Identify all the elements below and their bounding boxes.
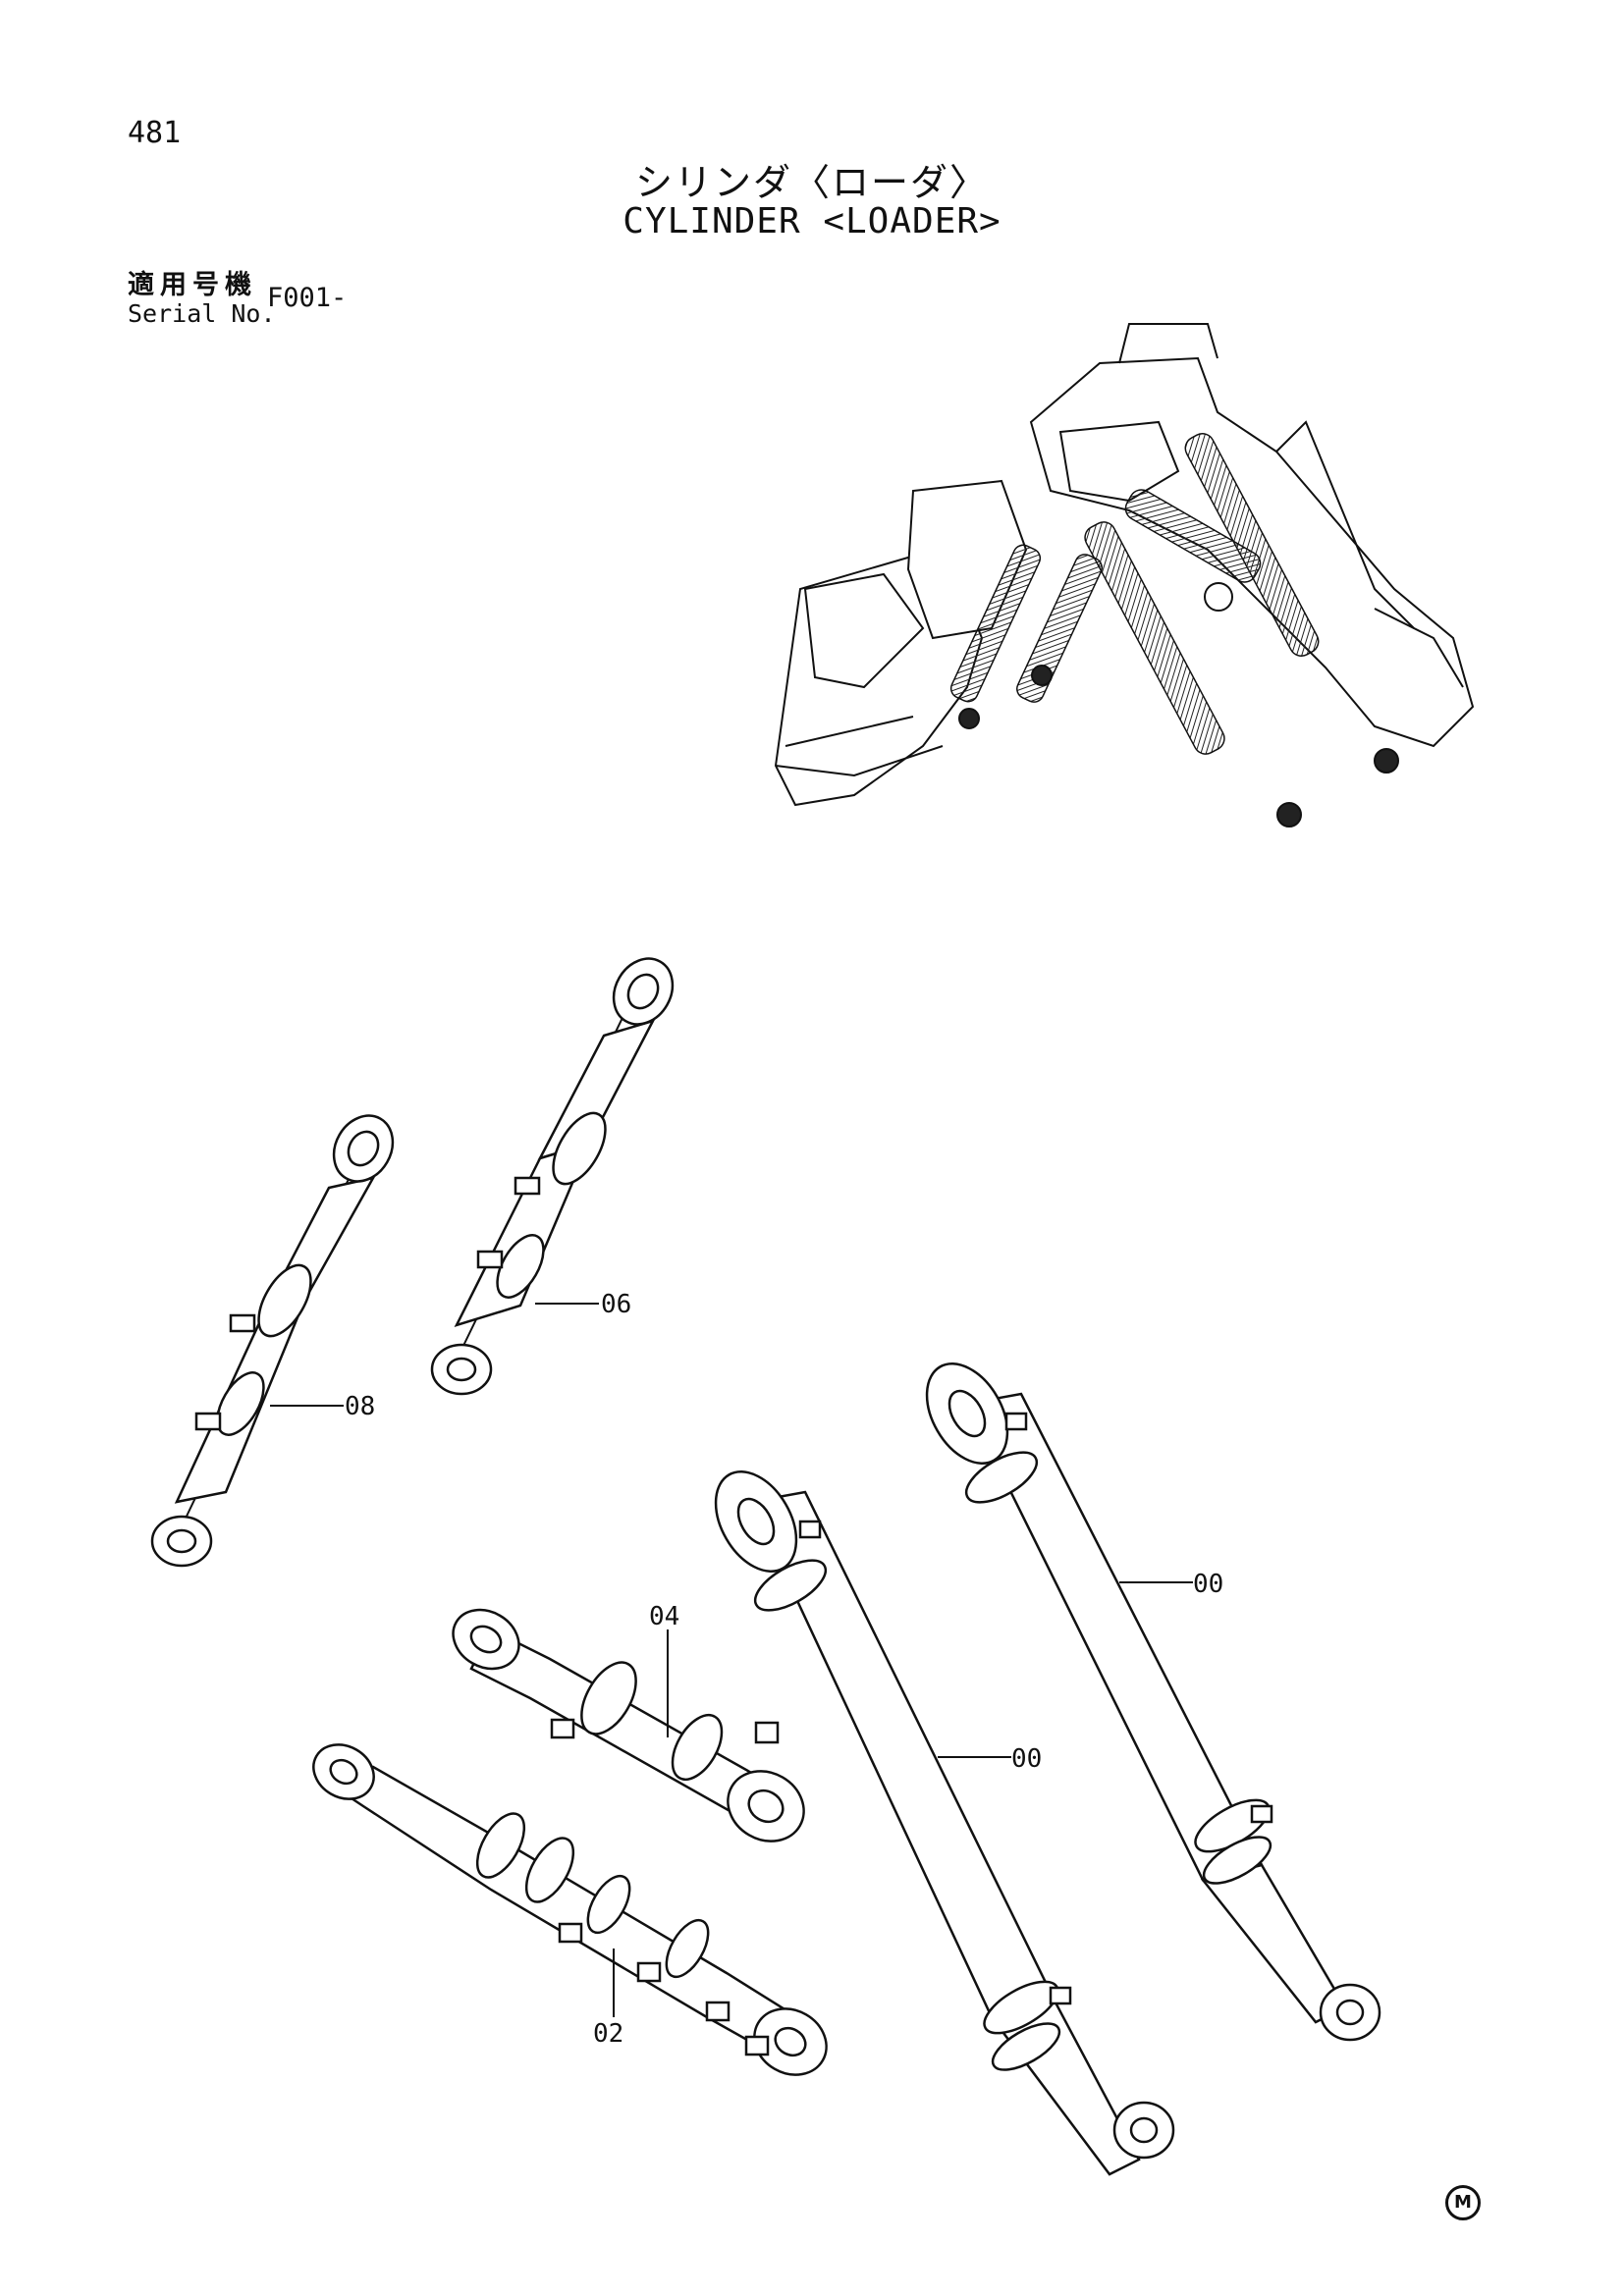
cylinder-08-drawing bbox=[150, 1114, 395, 1568]
serial-number-value: F001- bbox=[267, 283, 348, 313]
page-title-japanese: シリンダ〈ローダ〉 bbox=[634, 161, 989, 204]
callout-00-right: 00 bbox=[1193, 1570, 1223, 1599]
callout-00-left: 00 bbox=[1011, 1744, 1042, 1774]
cylinder-04-drawing bbox=[452, 1608, 805, 1842]
callout-08: 08 bbox=[345, 1392, 375, 1421]
serial-label-english: Serial No. bbox=[128, 299, 276, 328]
cylinder-06-drawing bbox=[430, 957, 675, 1396]
lift-cylinder-right-drawing bbox=[925, 1362, 1381, 2042]
serial-label-japanese: 適用号機 bbox=[128, 270, 257, 300]
callout-04: 04 bbox=[649, 1602, 679, 1631]
callout-02: 02 bbox=[593, 2019, 623, 2049]
page-title-english: CYLINDER <LOADER> bbox=[623, 201, 1001, 241]
page-number: 481 bbox=[128, 116, 182, 150]
cylinder-02-drawing bbox=[312, 1743, 828, 2076]
lift-cylinder-left-drawing bbox=[714, 1470, 1175, 2176]
callout-06: 06 bbox=[601, 1290, 631, 1319]
loader-assembly-overview bbox=[774, 323, 1475, 828]
manual-mark-icon: M bbox=[1445, 2185, 1481, 2220]
